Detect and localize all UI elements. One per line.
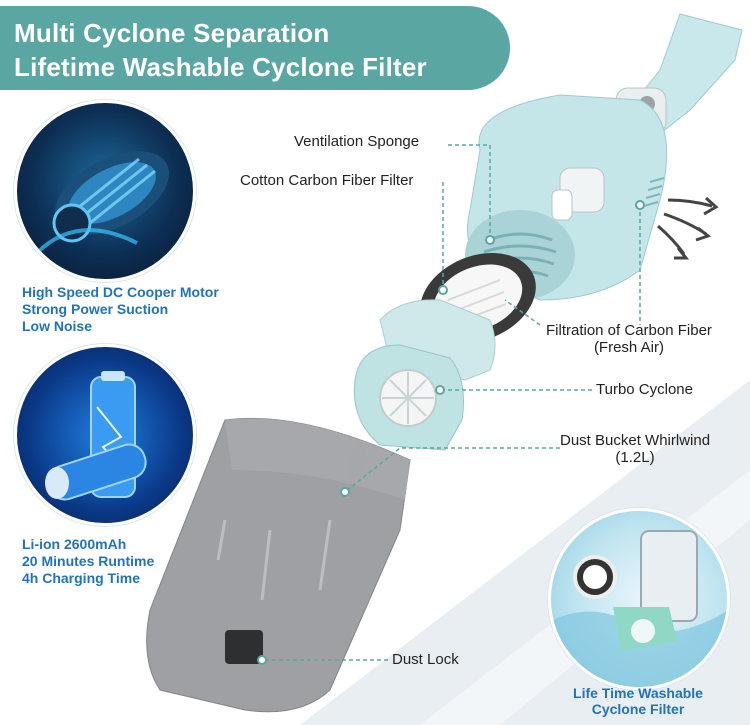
air-flow-arrows-icon <box>657 196 719 260</box>
battery-feature-3: 4h Charging Time <box>22 570 140 586</box>
motor-image <box>14 100 196 282</box>
motor-feature-2: Strong Power Suction <box>22 301 169 317</box>
battery-features: Li-ion 2600mAh 20 Minutes Runtime 4h Cha… <box>22 536 154 587</box>
water-splash-icon <box>551 530 727 687</box>
banner-title-line2: Lifetime Washable Cyclone Filter <box>14 52 427 82</box>
callout-dust-bucket-line1: Dust Bucket Whirlwind <box>560 432 711 449</box>
vent-slots-icon <box>643 177 665 207</box>
motor-icon <box>35 151 170 255</box>
callout-filtration: Filtration of Carbon Fiber (Fresh Air) <box>546 322 712 356</box>
callout-dust-bucket-line2: (1.2L) <box>615 449 655 466</box>
callout-dust-bucket: Dust Bucket Whirlwind (1.2L) <box>560 432 710 466</box>
callout-filtration-line2: (Fresh Air) <box>593 339 664 356</box>
callout-cotton-filter: Cotton Carbon Fiber Filter <box>240 172 414 189</box>
title-banner: Multi Cyclone Separation Lifetime Washab… <box>0 6 510 90</box>
motor-feature-3: Low Noise <box>22 318 93 334</box>
leader-filtration <box>504 299 541 326</box>
washable-filter-image <box>548 508 730 690</box>
washable-caption-line1: Life Time Washable <box>573 685 703 701</box>
battery-image <box>14 344 196 526</box>
callout-turbo-cyclone: Turbo Cyclone <box>596 381 693 398</box>
callout-dust-lock: Dust Lock <box>392 651 459 668</box>
motor-feature-1: High Speed DC Cooper Motor <box>22 284 219 300</box>
battery-feature-2: 20 Minutes Runtime <box>22 553 155 569</box>
motor-features: High Speed DC Cooper Motor Strong Power … <box>22 284 219 335</box>
battery-feature-1: Li-ion 2600mAh <box>22 536 127 552</box>
battery-icon <box>45 371 147 501</box>
leader-ventilation <box>448 144 491 240</box>
callout-filtration-line1: Filtration of Carbon Fiber <box>546 322 712 339</box>
callout-ventilation-sponge: Ventilation Sponge <box>294 133 420 150</box>
leader-dust-bucket <box>344 447 560 493</box>
washable-caption: Life Time Washable Cyclone Filter <box>548 685 728 717</box>
banner-title-line1: Multi Cyclone Separation <box>14 18 330 48</box>
dust-lock-icon <box>225 630 263 664</box>
washable-caption-line2: Cyclone Filter <box>591 701 685 717</box>
